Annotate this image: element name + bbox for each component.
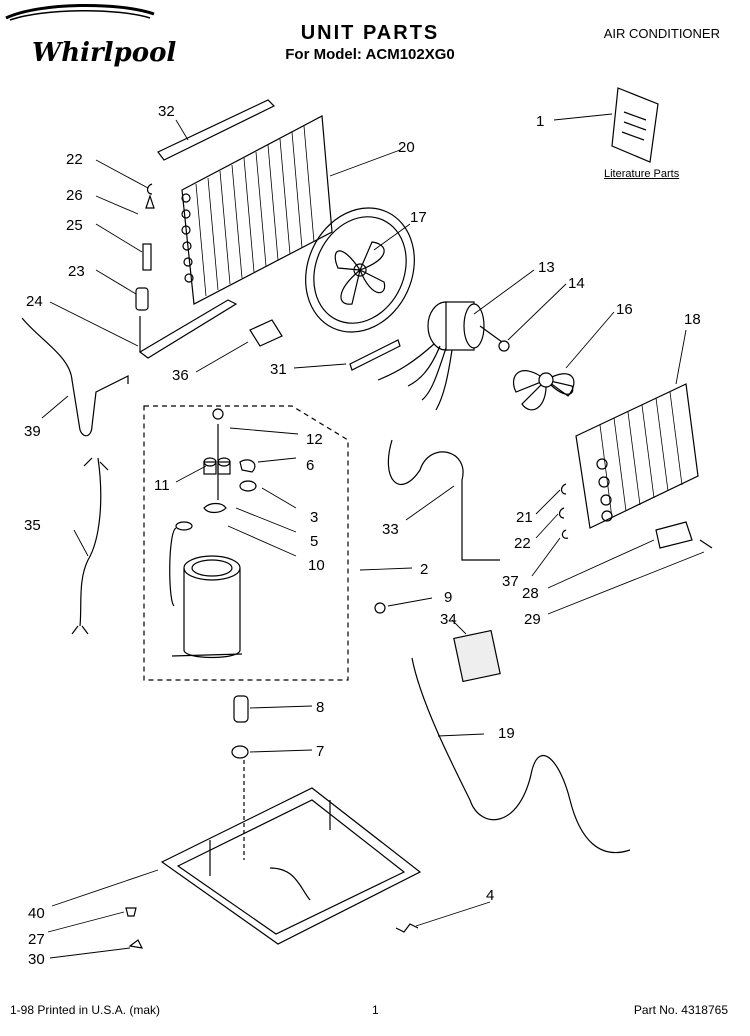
suction-tube: [387, 439, 500, 561]
callout-32: 32: [158, 103, 175, 120]
callout-3: 3: [310, 509, 318, 526]
whirlpool-logo: [5, 3, 155, 21]
callout-14: 14: [568, 275, 585, 292]
callout-18: 18: [684, 311, 701, 328]
callout-8: 8: [316, 699, 324, 716]
footer-print-info: 1-98 Printed in U.S.A. (mak): [10, 1003, 161, 1017]
capacitor-11: [203, 457, 231, 475]
washer-5: [203, 502, 227, 514]
callout-13: 13: [538, 259, 555, 276]
drain-tube: [411, 657, 631, 854]
callout-10: 10: [308, 557, 325, 574]
callout-29: 29: [524, 611, 541, 628]
model-number: For Model: ACM102XG0: [285, 46, 455, 63]
callout-12: 12: [306, 431, 323, 448]
callout-39: 39: [24, 423, 41, 440]
base-pan: [160, 787, 422, 945]
callout-7: 7: [316, 743, 324, 760]
clip-21: [560, 483, 567, 495]
callout-4: 4: [486, 887, 494, 904]
product-type: AIR CONDITIONER: [603, 26, 720, 41]
fan-motor: [377, 301, 503, 411]
clip-22-left: [146, 183, 153, 195]
mount-7: [231, 745, 249, 759]
callout-21: 21: [516, 509, 533, 526]
callout-22: 22: [514, 535, 531, 552]
footer-page-number: 1: [372, 1003, 379, 1017]
wire-harness: [79, 457, 102, 627]
discharge-tube: [21, 317, 129, 437]
grommet-12: [212, 408, 224, 420]
callout-26: 26: [66, 187, 83, 204]
screw-27: [125, 907, 137, 917]
condenser-coil: [181, 115, 333, 305]
callout-23: 23: [68, 263, 85, 280]
callout-24: 24: [26, 293, 43, 310]
callout-33: 33: [382, 521, 399, 538]
callout-9: 9: [444, 589, 452, 606]
clip-30: [128, 939, 144, 949]
callout-17: 17: [410, 209, 427, 226]
grommet-9: [374, 602, 386, 614]
cap-26: [145, 194, 155, 209]
blower-fan-blade: [512, 370, 575, 411]
callout-25: 25: [66, 217, 83, 234]
fan-shroud: [305, 207, 415, 333]
callout-19: 19: [498, 725, 515, 742]
brand-logo-text: Whirlpool: [32, 38, 177, 68]
callout-27: 27: [28, 931, 45, 948]
callout-36: 36: [172, 367, 189, 384]
callout-1: 1: [536, 113, 544, 130]
filter-34: [453, 629, 501, 683]
callout-28: 28: [522, 585, 539, 602]
callout-40: 40: [28, 905, 45, 922]
callout-30: 30: [28, 951, 45, 968]
callout-34: 34: [440, 611, 457, 628]
clip-22-right: [558, 507, 565, 519]
callout-35: 35: [24, 517, 41, 534]
control-bracket: [655, 521, 693, 549]
literature-parts-label: Literature Parts: [604, 168, 680, 180]
literature-booklet: [611, 87, 659, 163]
sleeve-8: [233, 695, 249, 723]
clip-37: [561, 529, 569, 539]
callout-2: 2: [420, 561, 428, 578]
page-title: UNIT PARTS: [300, 22, 440, 44]
bracket-screw: [699, 539, 713, 549]
fan-nut: [498, 340, 510, 352]
callout-6: 6: [306, 457, 314, 474]
clip-4: [395, 923, 419, 933]
side-rail: [157, 99, 276, 161]
callout-22: 22: [66, 151, 83, 168]
callout-31: 31: [270, 361, 287, 378]
callout-16: 16: [616, 301, 633, 318]
valve-core-25: [142, 243, 152, 271]
callout-11: 11: [154, 477, 170, 494]
tube-fitting-23: [135, 287, 149, 311]
callout-5: 5: [310, 533, 318, 550]
insulation-block-36: [249, 319, 283, 347]
footer-part-number: Part No. 4318765: [633, 1003, 728, 1017]
tube-assembly: [138, 299, 238, 359]
bracket-6: [239, 459, 256, 473]
grommet-3: [239, 480, 257, 492]
wire-tie-31: [349, 339, 401, 371]
compressor-10: [169, 521, 243, 659]
callout-37: 37: [502, 573, 519, 590]
compressor-group-outline: [143, 405, 349, 681]
callout-20: 20: [398, 139, 415, 156]
evaporator-coil: [575, 383, 699, 529]
